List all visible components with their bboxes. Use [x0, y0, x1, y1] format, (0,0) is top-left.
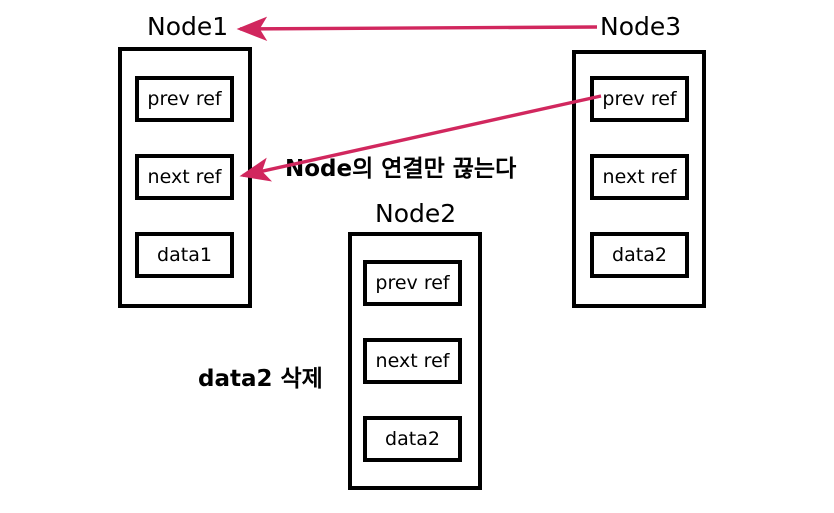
node2-field-next-ref-label: next ref [375, 349, 450, 372]
node1-field-prev-ref-label: prev ref [147, 87, 222, 110]
node3-title: Node3 [600, 12, 682, 41]
node2-field-data: data2 [363, 416, 462, 462]
node1-field-data-label: data1 [157, 243, 212, 266]
arrow-node3-to-node1-title [236, 16, 598, 42]
node1-field-prev-ref: prev ref [135, 76, 234, 122]
node3-field-next-ref-label: next ref [602, 165, 677, 188]
node2-field-data-label: data2 [385, 427, 440, 450]
node3-field-data: data2 [590, 232, 689, 278]
node3-field-data-label: data2 [612, 243, 667, 266]
node1-field-next-ref-label: next ref [147, 165, 222, 188]
node3-field-prev-ref-label: prev ref [602, 87, 677, 110]
node2-title: Node2 [375, 199, 457, 228]
node1-title: Node1 [147, 12, 229, 41]
node1-field-data: data1 [135, 232, 234, 278]
node1-field-next-ref: next ref [135, 154, 234, 200]
node2-field-prev-ref: prev ref [363, 260, 462, 306]
node3-field-prev-ref: prev ref [590, 76, 689, 122]
node2-field-next-ref: next ref [363, 338, 462, 384]
node3-field-next-ref: next ref [590, 154, 689, 200]
annotation-delete-note: data2 삭제 [198, 366, 323, 392]
annotation-break-link-note: Node의 연결만 끊는다 [285, 156, 517, 182]
node2-field-prev-ref-label: prev ref [375, 271, 450, 294]
